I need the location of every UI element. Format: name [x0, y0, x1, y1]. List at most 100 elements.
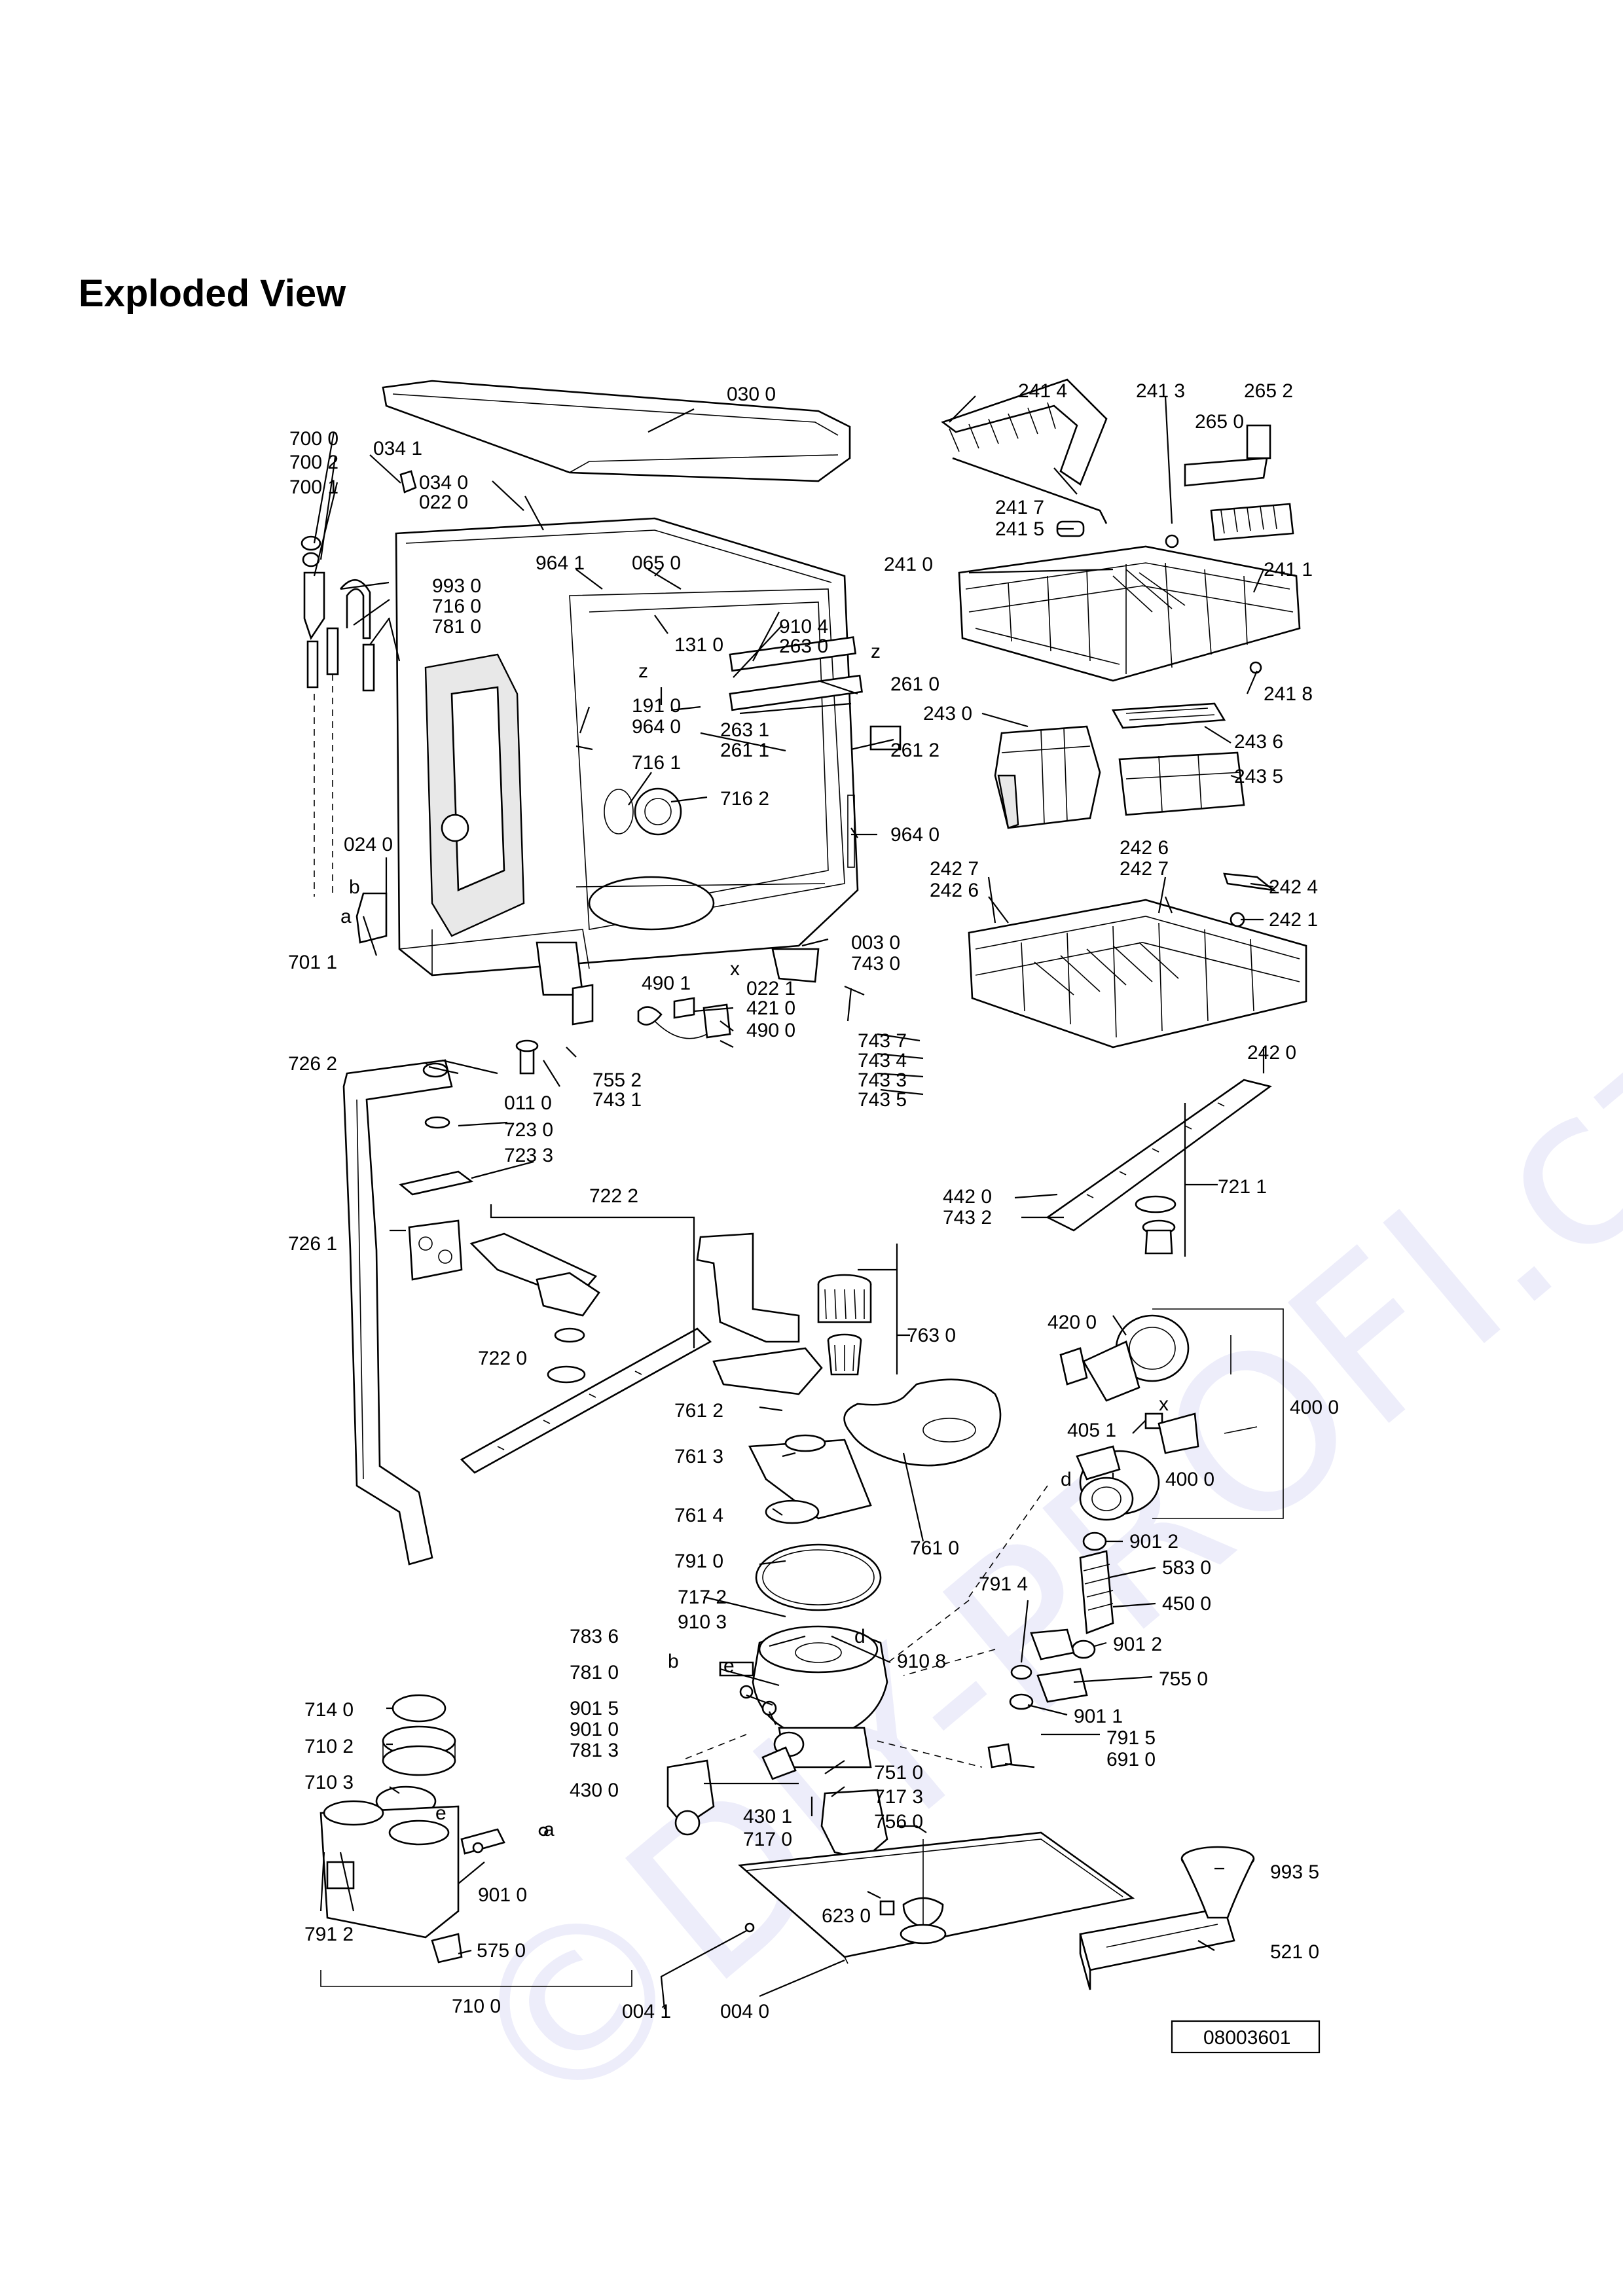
part-label: 265 2	[1244, 380, 1293, 402]
upper-spray-arm	[1046, 1079, 1273, 1255]
part-label: 034 0	[419, 472, 468, 493]
part-label: 242 7	[930, 858, 979, 880]
spray-supply-pipe	[342, 1059, 474, 1566]
drawing-number: 08003601	[1171, 2020, 1321, 2054]
part-number-labels: 030 0 700 0 700 2 700 1 034 1 034 0 022 …	[288, 380, 1339, 2022]
part-label: 964 0	[890, 824, 939, 846]
lower-spray-arm	[460, 1232, 712, 1474]
reference-letter: e	[435, 1803, 447, 1824]
part-label: 011 0	[504, 1092, 552, 1114]
part-label: 442 0	[943, 1186, 992, 1208]
part-label: 743 2	[943, 1207, 992, 1229]
part-label: 761 3	[674, 1446, 723, 1467]
part-label: 420 0	[1048, 1312, 1097, 1333]
reference-letter: e	[723, 1655, 735, 1677]
part-label: 964 1	[536, 552, 585, 574]
part-label: 763 0	[907, 1325, 956, 1346]
part-label: 723 3	[504, 1145, 553, 1166]
part-label: 726 2	[288, 1053, 337, 1075]
cutlery-basket	[994, 702, 1245, 829]
part-label: 400 0	[1165, 1469, 1214, 1490]
part-label: 761 4	[674, 1505, 723, 1526]
part-label: 242 4	[1269, 876, 1318, 898]
part-label: 743 3	[858, 1069, 907, 1091]
part-label: 721 1	[1218, 1176, 1267, 1198]
part-label: 430 0	[570, 1780, 619, 1801]
part-label: 700 1	[289, 476, 338, 498]
part-label: 791 0	[674, 1551, 723, 1572]
part-label: 241 3	[1136, 380, 1185, 402]
part-label: 241 0	[884, 554, 933, 575]
part-label: 714 0	[304, 1699, 354, 1721]
part-label: 781 0	[570, 1662, 619, 1683]
part-label: 716 0	[432, 596, 481, 617]
part-label: 004 1	[622, 2001, 671, 2022]
reference-letter: b	[349, 876, 360, 898]
part-label: 726 1	[288, 1233, 337, 1255]
part-label: 710 0	[452, 1996, 501, 2017]
worktop-lid	[382, 380, 851, 482]
reference-letter: a	[340, 906, 352, 927]
reference-letter: x	[730, 958, 740, 980]
part-label: 243 5	[1234, 766, 1283, 787]
part-label: 242 0	[1247, 1042, 1296, 1064]
part-label: 781 0	[432, 616, 481, 637]
part-label: 964 0	[632, 716, 681, 738]
leader-lines	[313, 395, 1284, 2010]
part-label: 261 0	[890, 673, 939, 695]
part-label: 722 0	[478, 1348, 527, 1369]
part-label: 421 0	[746, 997, 795, 1019]
part-label: 241 1	[1264, 559, 1313, 581]
base-plate	[737, 1831, 1135, 1964]
part-label: 761 0	[910, 1537, 959, 1559]
part-label: 022 0	[419, 492, 468, 513]
part-label: 430 1	[743, 1806, 792, 1827]
electronic-module	[1079, 1907, 1235, 1990]
part-label: 783 6	[570, 1626, 619, 1647]
part-label: 910 4	[779, 616, 828, 637]
part-label: 716 2	[720, 788, 769, 810]
part-label: 901 2	[1113, 1634, 1162, 1655]
part-label: 405 1	[1067, 1420, 1116, 1441]
part-label: 701 1	[288, 952, 337, 973]
watermark: ©DIY-PROFI.cz	[416, 969, 1623, 2170]
part-label: 191 0	[632, 695, 681, 717]
part-label: 743 5	[858, 1089, 907, 1111]
page-title: Exploded View	[79, 272, 346, 315]
part-label: 261 1	[720, 740, 769, 761]
part-label: 791 2	[304, 1924, 354, 1945]
part-label: 755 2	[593, 1069, 642, 1091]
drain-pump-hoses	[987, 1532, 1114, 1768]
part-label: 910 3	[678, 1611, 727, 1633]
part-label: 242 6	[930, 880, 979, 901]
part-label: 261 2	[890, 740, 939, 761]
part-label: 521 0	[1270, 1941, 1319, 1963]
part-label: 761 2	[674, 1400, 723, 1422]
funnel	[1180, 1846, 1255, 1919]
part-label: 241 7	[995, 497, 1044, 518]
part-label: 263 0	[779, 636, 828, 657]
part-label: 710 2	[304, 1736, 354, 1757]
part-label: 791 4	[979, 1573, 1028, 1595]
part-label: 910 8	[897, 1651, 946, 1672]
part-label: 265 0	[1195, 411, 1244, 433]
part-label: 583 0	[1162, 1557, 1211, 1579]
circulation-pump	[1059, 1314, 1199, 1521]
part-label: 241 8	[1264, 683, 1313, 705]
part-label: 743 1	[593, 1089, 642, 1111]
part-label: 781 3	[570, 1740, 619, 1761]
part-label: 700 2	[289, 452, 338, 473]
part-label: 024 0	[344, 834, 393, 855]
part-label: 004 0	[720, 2001, 769, 2022]
reference-letter: x	[1159, 1393, 1169, 1415]
part-label: 716 1	[632, 752, 681, 774]
part-label: 901 1	[1074, 1706, 1123, 1727]
part-label: 490 1	[642, 973, 691, 994]
part-label: 710 3	[304, 1772, 354, 1793]
part-label: 263 1	[720, 719, 769, 741]
part-label: 901 2	[1129, 1531, 1178, 1552]
part-label: 623 0	[822, 1905, 871, 1927]
part-label: 722 2	[589, 1185, 638, 1207]
part-label: 901 0	[478, 1884, 527, 1906]
